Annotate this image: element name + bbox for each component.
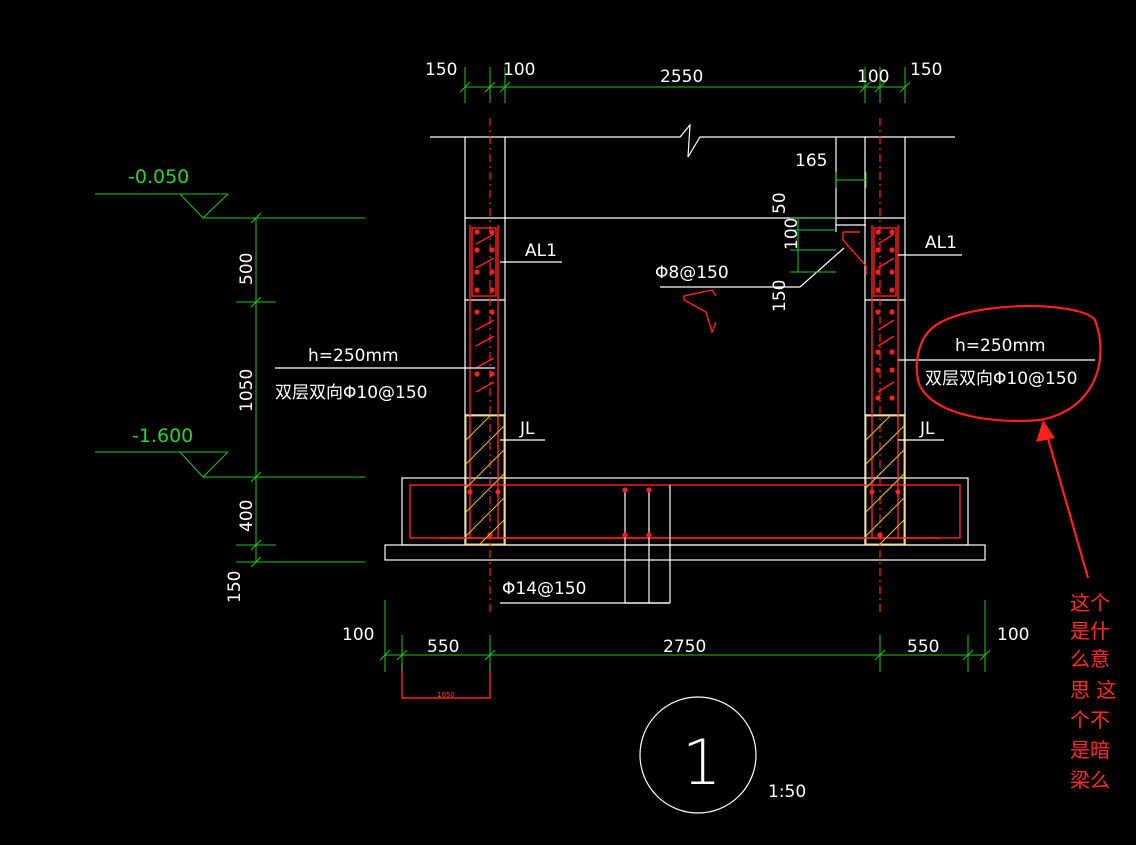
dim-bottom-2750: 2750 bbox=[663, 637, 706, 657]
dim-left-1050: 1050 bbox=[237, 369, 257, 412]
dim-top-100-right: 100 bbox=[857, 67, 889, 87]
bottom-dimension-chain bbox=[379, 600, 991, 672]
annotation-text-line-2: 是什 bbox=[1070, 619, 1110, 643]
annotation-text-line-1: 这个 bbox=[1070, 591, 1110, 615]
dim-left-400: 400 bbox=[237, 500, 257, 532]
section-mark-number: 1 bbox=[682, 726, 721, 799]
section-mark-circle bbox=[639, 696, 757, 814]
label-wall-h-right: h=250mm bbox=[955, 336, 1046, 356]
level-marker-top bbox=[95, 193, 365, 219]
annotation-arrow-head bbox=[1036, 420, 1055, 442]
label-phi8: Φ8@150 bbox=[655, 263, 729, 283]
label-wall-h-left: h=250mm bbox=[308, 346, 399, 366]
dim-left-150: 150 bbox=[225, 571, 245, 603]
corbel-detail-dims bbox=[790, 172, 867, 273]
label-wall-bars-right: 双层双向Φ10@150 bbox=[925, 369, 1077, 389]
annotation-text-line-6: 是暗 bbox=[1070, 738, 1110, 762]
dim-small-1050: 1050 bbox=[437, 691, 455, 699]
dim-top-100-left: 100 bbox=[503, 60, 535, 80]
label-wall-bars-left: 双层双向Φ10@150 bbox=[275, 383, 427, 403]
annotation-circle bbox=[915, 304, 1102, 423]
dim-top-2550: 2550 bbox=[660, 67, 703, 87]
dim-corbel-150: 150 bbox=[770, 280, 790, 312]
label-phi14: Φ14@150 bbox=[502, 579, 586, 599]
dim-bottom-550-left: 550 bbox=[427, 637, 459, 657]
scale-label: 1:50 bbox=[768, 782, 806, 802]
dim-top-150-left: 150 bbox=[425, 60, 457, 80]
rebar-layout bbox=[401, 118, 961, 699]
jl-hatch-right bbox=[865, 415, 905, 545]
label-jl-left: JL bbox=[519, 419, 535, 439]
annotation-arrow-shaft bbox=[1045, 434, 1090, 579]
jl-hatch-left bbox=[465, 415, 505, 545]
label-al1-left: AL1 bbox=[525, 241, 557, 261]
dim-bottom-550-right: 550 bbox=[907, 637, 939, 657]
top-dimension-chain bbox=[459, 67, 911, 103]
dim-left-500: 500 bbox=[237, 253, 257, 285]
rebar-dots bbox=[467, 229, 901, 538]
label-leaders bbox=[275, 247, 1095, 604]
annotation-text-line-7: 梁么 bbox=[1070, 768, 1110, 792]
annotation-text-line-3: 么意 bbox=[1070, 647, 1110, 671]
left-dimension-chain bbox=[236, 212, 365, 568]
dim-corbel-165: 165 bbox=[795, 151, 827, 171]
annotation-text-line-4: 思 这 bbox=[1070, 678, 1116, 702]
tank-structure-outline bbox=[384, 123, 986, 561]
label-al1-right: AL1 bbox=[925, 233, 957, 253]
dim-corbel-50: 50 bbox=[770, 192, 790, 214]
dim-bottom-100-right: 100 bbox=[997, 625, 1029, 645]
label-jl-right: JL bbox=[919, 419, 935, 439]
dim-bottom-100-left: 100 bbox=[342, 625, 374, 645]
dim-top-150-right: 150 bbox=[910, 60, 942, 80]
level-marker-mid bbox=[95, 451, 365, 478]
annotation-text-line-5: 个不 bbox=[1070, 708, 1110, 732]
dim-corbel-100: 100 bbox=[782, 218, 802, 250]
level-label-top: -0.050 bbox=[128, 166, 189, 188]
level-label-mid: -1.600 bbox=[132, 425, 193, 447]
